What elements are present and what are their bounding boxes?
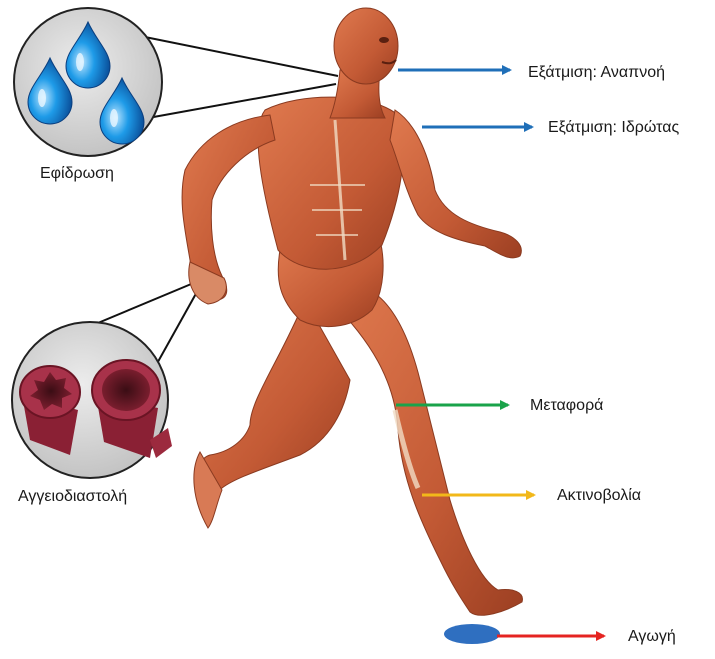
label-evaporation-sweat: Εξάτμιση: Ιδρώτας <box>548 119 679 137</box>
label-sweating: Εφίδρωση <box>40 165 114 183</box>
ground-contact-disc <box>444 624 500 644</box>
head <box>334 8 398 84</box>
label-conduction: Αγωγή <box>628 628 676 646</box>
label-radiation: Ακτινοβολία <box>557 487 641 505</box>
label-vasodilation: Αγγειοδιαστολή <box>18 488 127 506</box>
label-convection: Μεταφορά <box>530 397 603 415</box>
sweat-connector-line <box>140 36 338 76</box>
vessel-inset <box>12 282 198 478</box>
label-evaporation-breathing: Εξάτμιση: Αναπνοή <box>528 64 665 82</box>
